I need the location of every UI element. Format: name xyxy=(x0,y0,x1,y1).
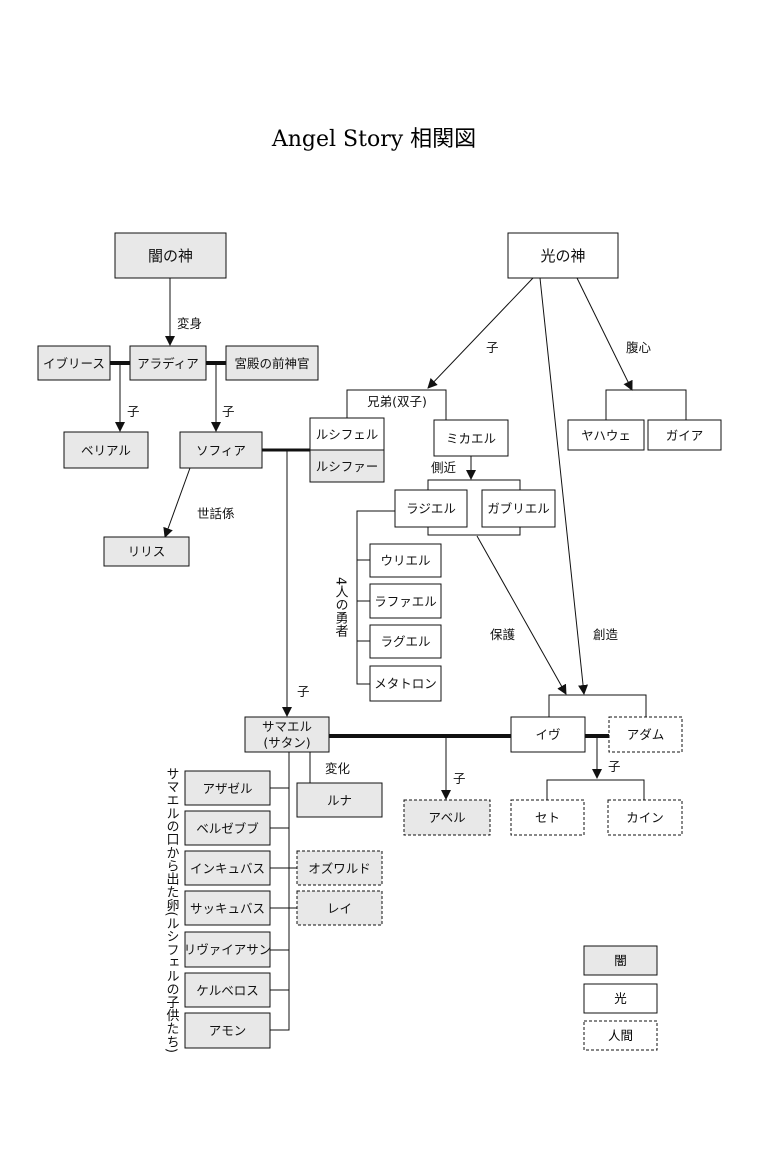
node-uriel: ウリエル xyxy=(380,553,430,568)
label-ko-samael: 子 xyxy=(297,684,310,699)
node-aradia: アラディア xyxy=(137,356,199,371)
node-sofia: ソフィア xyxy=(196,443,246,458)
node-cerberus-box xyxy=(184,972,271,1008)
node-raziel: ラジエル xyxy=(406,501,456,516)
label-henka: 変化 xyxy=(325,761,351,776)
node-raphael: ラファエル xyxy=(374,594,437,609)
legend: 闇 光 人間 xyxy=(583,945,658,1051)
node-luna: ルナ xyxy=(327,793,352,808)
legend-human-box xyxy=(583,1020,658,1051)
node-berial-box xyxy=(63,431,149,469)
node-adam-box xyxy=(608,716,683,753)
node-yahweh: ヤハウェ xyxy=(581,428,631,443)
node-yahweh-box xyxy=(567,419,645,451)
node-amon: アモン xyxy=(209,1023,247,1038)
node-iblis: イブリース xyxy=(43,356,105,371)
node-succubus: サッキュバス xyxy=(190,901,265,916)
node-gaia-box xyxy=(647,419,722,451)
node-leviathan-box xyxy=(184,931,271,968)
node-metatron: メタトロン xyxy=(374,676,437,691)
node-sofia-box xyxy=(179,431,263,469)
node-hikari-no-kami-box xyxy=(507,232,619,279)
node-lucifer: ルシフェル xyxy=(316,427,379,442)
node-hikari-no-kami: 光の神 xyxy=(540,247,585,265)
node-satan: (サタン) xyxy=(263,735,310,750)
label-ko-seth-cain: 子 xyxy=(608,759,621,774)
node-iblis-box xyxy=(37,345,111,381)
label-ko-kyodai: 子 xyxy=(486,340,499,355)
label-eggs: サマエルの口から出た卵(ルシフェルの子供たち) xyxy=(164,767,180,1053)
legend-dark: 闇 xyxy=(614,953,627,968)
label-souzou: 創造 xyxy=(593,627,619,642)
node-michael: ミカエル xyxy=(446,431,496,446)
node-cerberus: ケルベロス xyxy=(196,983,259,998)
node-luna-box xyxy=(296,782,383,818)
node-yami-no-kami: 闇の神 xyxy=(148,247,193,265)
node-raguel: ラグエル xyxy=(380,634,430,649)
node-incubus-box xyxy=(184,850,271,886)
diagram-title: Angel Story 相関図 xyxy=(271,127,476,152)
node-gabriel-box xyxy=(481,489,556,528)
node-leviathan: リヴァイアサン xyxy=(184,942,272,957)
node-beelzebub-box xyxy=(184,810,271,846)
node-incubus: インキュバス xyxy=(190,861,265,876)
legend-light: 光 xyxy=(614,991,627,1006)
label-sokkin: 側近 xyxy=(431,460,457,475)
node-oswald-box xyxy=(296,850,383,886)
label-hogo: 保護 xyxy=(490,627,516,642)
node-seth-box xyxy=(510,799,585,836)
node-raziel-box xyxy=(394,489,468,528)
legend-human: 人間 xyxy=(608,1028,633,1043)
node-abel-box xyxy=(403,799,491,836)
node-michael-box xyxy=(433,419,509,457)
node-raphael-box xyxy=(369,583,442,619)
label-sewagakari: 世話係 xyxy=(197,506,235,521)
node-lilith: リリス xyxy=(128,544,166,559)
node-shinkan: 宮殿の前神官 xyxy=(234,356,309,371)
node-abel: アベル xyxy=(428,810,465,825)
label-ko-abel: 子 xyxy=(453,771,466,786)
node-shinkan-box xyxy=(225,345,319,381)
legend-light-box xyxy=(583,983,658,1014)
node-rei: レイ xyxy=(327,901,352,916)
node-uriel-box xyxy=(369,543,442,578)
node-aradia-box xyxy=(129,345,207,381)
node-cain: カイン xyxy=(626,810,664,825)
node-gaia: ガイア xyxy=(666,428,704,443)
connectors xyxy=(110,277,687,1031)
node-seth: セト xyxy=(535,810,560,825)
node-lilith-box xyxy=(103,536,190,567)
node-yami-no-kami-box xyxy=(114,232,227,279)
label-henshin: 変身 xyxy=(177,316,202,331)
node-azazel: アザゼル xyxy=(202,781,252,796)
node-gabriel: ガブリエル xyxy=(487,501,550,516)
node-lucifar: ルシファー xyxy=(316,459,379,474)
node-succubus-box xyxy=(184,890,271,926)
node-samael: サマエル xyxy=(262,719,312,734)
node-samael-box xyxy=(244,716,330,753)
node-cain-box xyxy=(607,799,683,836)
label-fukushin: 腹心 xyxy=(626,340,652,355)
legend-dark-box xyxy=(583,945,658,976)
node-eve: イヴ xyxy=(535,727,560,742)
label-ko-sofia: 子 xyxy=(222,404,235,419)
node-eve-box xyxy=(510,716,586,753)
node-azazel-box xyxy=(184,770,271,806)
node-beelzebub: ベルゼブブ xyxy=(196,821,259,836)
node-adam: アダム xyxy=(627,727,665,742)
node-metatron-box xyxy=(369,665,442,702)
node-berial: ベリアル xyxy=(81,443,131,458)
node-rei-box xyxy=(296,890,383,926)
node-oswald: オズワルド xyxy=(308,861,371,876)
label-ko-berial: 子 xyxy=(127,404,140,419)
node-kyodai: 兄弟(双子) xyxy=(367,394,427,409)
node-lucifer-box xyxy=(309,417,385,451)
node-raguel-box xyxy=(369,624,442,659)
label-yonin-yusha: 4人の勇者 xyxy=(333,577,349,639)
node-amon-box xyxy=(184,1012,271,1049)
